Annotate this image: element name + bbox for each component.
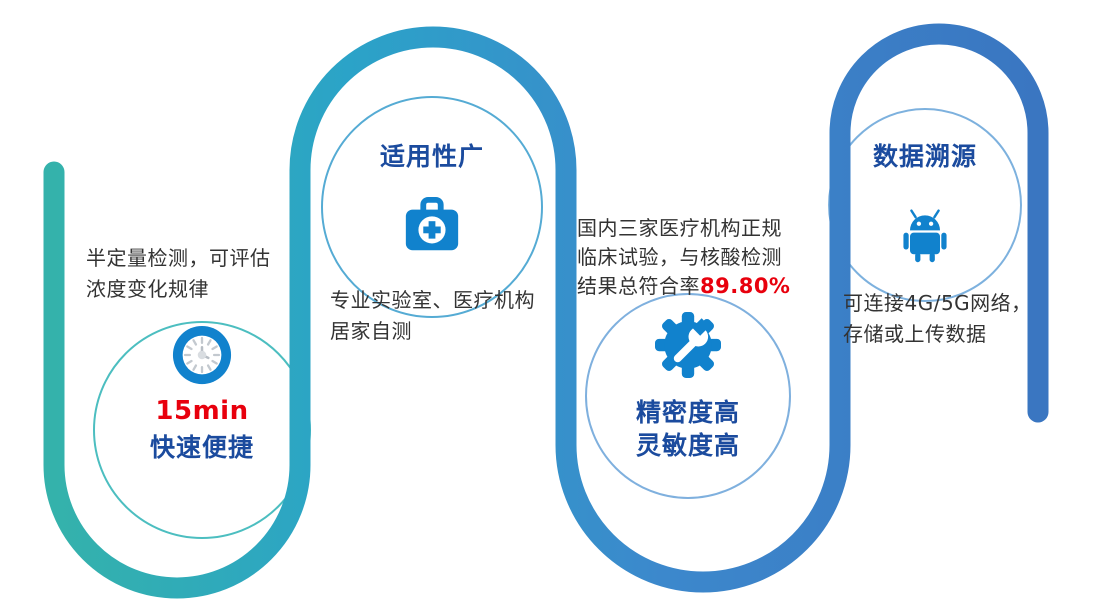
traceability-title: 数据溯源	[872, 142, 977, 171]
precision-title: 精密度高 灵敏度高	[635, 398, 740, 460]
fast-title: 快速便捷	[149, 433, 254, 462]
traceability-description: 可连接4G/5G网络， 存储或上传数据	[843, 291, 1032, 346]
feature-ring-2	[321, 96, 543, 318]
applicability-title: 适用性广	[379, 142, 484, 171]
fast-description: 半定量检测，可评估 浓度变化规律	[86, 246, 271, 301]
feature-ring-4	[828, 108, 1022, 302]
accuracy-value: 89.80%	[700, 274, 791, 298]
clock-icon	[172, 325, 232, 385]
applicability-description: 专业实验室、医疗机构 居家自测	[330, 288, 535, 343]
android-icon	[903, 209, 947, 263]
first-aid-kit-icon	[405, 196, 459, 251]
feature-ring-3	[585, 293, 791, 499]
snake-curve	[43, 23, 1049, 599]
gear-wrench-icon	[655, 312, 721, 378]
precision-description: 国内三家医疗机构正规 临床试验，与核酸检测 结果总符合率89.80%	[577, 214, 790, 301]
time-highlight: 15min	[155, 396, 249, 426]
precision-description-text: 国内三家医疗机构正规 临床试验，与核酸检测 结果总符合率	[577, 216, 782, 298]
